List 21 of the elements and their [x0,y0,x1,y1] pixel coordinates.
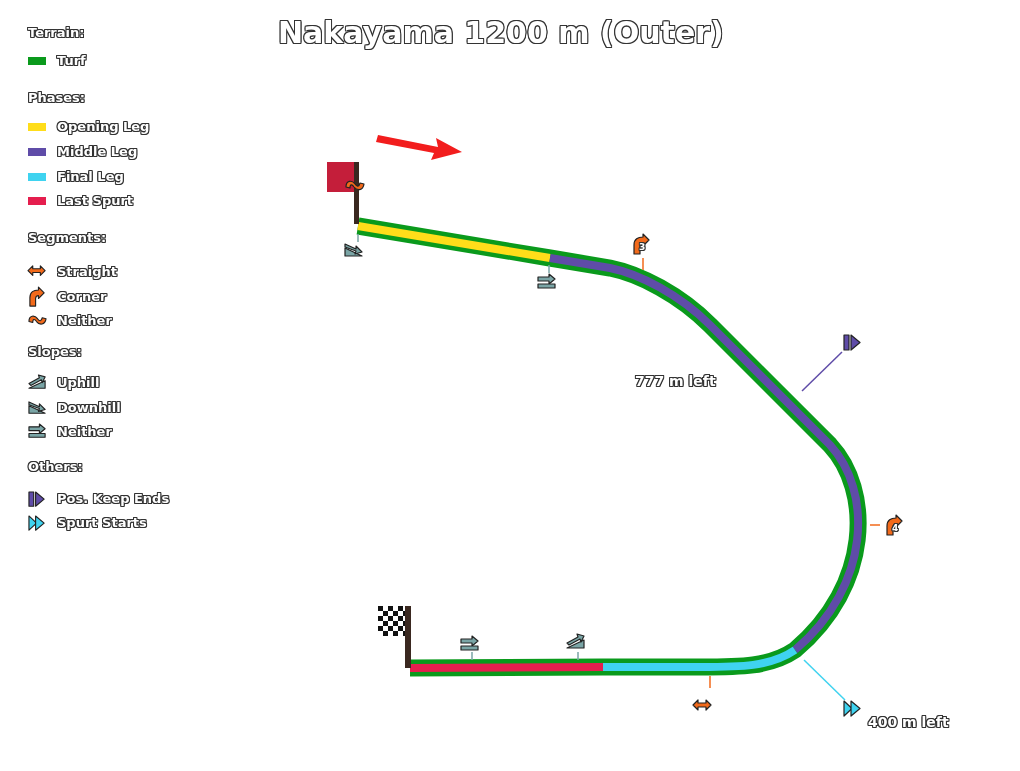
title: Nakayama 1200 m (Outer) [278,18,724,48]
legend-label: Downhill [57,401,121,414]
legend-label: Middle Leg [57,145,138,158]
legend-label: Last Spurt [57,194,134,207]
legend-heading: Terrain: [28,26,85,39]
legend-label: Spurt Starts [57,516,147,529]
legend-heading: Segments: [28,231,107,244]
legend-heading: Phases: [28,91,86,104]
distance-label: 400 m left [868,715,949,729]
legend-heading: Others: [28,460,83,473]
legend-label: Straight [57,265,117,278]
legend-label: Turf [57,54,86,67]
legend-heading: Slopes: [28,345,82,358]
legend-label: Pos. Keep Ends [57,492,170,505]
legend-label: Opening Leg [57,120,150,133]
legend-label: Corner [57,290,107,303]
legend-label: Uphill [57,376,100,389]
legend-label: Neither [57,314,112,327]
distance-label: 777 m left [635,374,716,388]
legend-label: Neither [57,425,112,438]
legend-label: Final Leg [57,170,124,183]
